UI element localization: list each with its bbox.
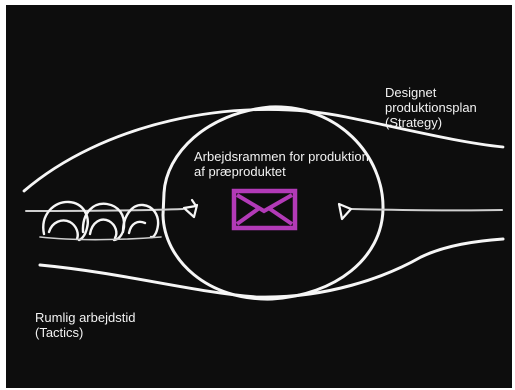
center-label: Arbejdsrammen for produktion af præprodu… xyxy=(194,149,369,179)
work-loop xyxy=(81,202,126,242)
envelope-icon xyxy=(231,188,298,231)
right-arrowhead xyxy=(337,202,353,221)
central-circle xyxy=(161,105,385,301)
left-arrow-shaft xyxy=(25,208,184,212)
work-loop xyxy=(42,200,89,242)
right-arrow-shaft xyxy=(351,208,503,212)
strategy-label: Designet produktionsplan (Strategy) xyxy=(385,85,477,130)
tactics-label: Rumlig arbejdstid (Tactics) xyxy=(35,310,136,340)
chalkboard: Designet produktionsplan (Strategy) Arbe… xyxy=(6,5,512,388)
lower-lens-curve xyxy=(38,237,505,299)
work-loop-trail xyxy=(39,236,162,241)
diagram-svg xyxy=(22,105,505,301)
left-arrowhead xyxy=(182,198,199,219)
work-loop-doodles xyxy=(39,200,162,242)
work-loop xyxy=(121,203,160,239)
